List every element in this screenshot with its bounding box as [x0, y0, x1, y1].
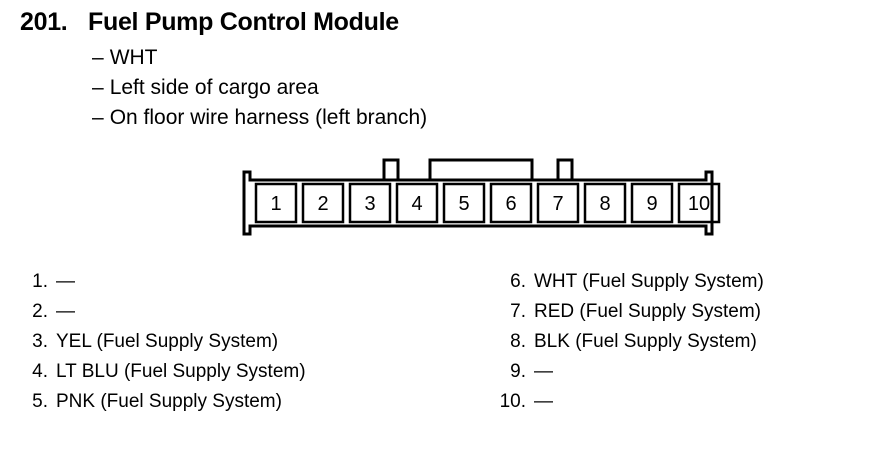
pin-label: 7 [552, 193, 563, 215]
pin-label: 6 [505, 193, 516, 215]
detail-color: –WHT [92, 46, 158, 69]
module-title: Fuel Pump Control Module [88, 8, 399, 36]
connector-key-right [556, 158, 574, 180]
connector-diagram: 1 2 3 4 5 6 7 8 9 10 [242, 158, 721, 236]
pin-cell [442, 182, 486, 224]
connector-latch [428, 158, 534, 180]
pin-cell [254, 182, 298, 224]
pin-label: 2 [317, 193, 328, 215]
legend-row: 1.— [32, 271, 75, 292]
pin-label: 10 [688, 193, 710, 215]
detail-harness: –On floor wire harness (left branch) [92, 106, 428, 129]
legend-row: 2.— [32, 301, 75, 322]
legend-row: 3.YEL (Fuel Supply System) [32, 331, 279, 352]
pin-label: 5 [458, 193, 469, 215]
pin-cell [583, 182, 627, 224]
pin-cell [536, 182, 580, 224]
pin-label: 4 [411, 193, 422, 215]
legend-row: 8.BLK (Fuel Supply System) [510, 331, 757, 352]
pin-cell [301, 182, 345, 224]
legend-row: 5.PNK (Fuel Supply System) [32, 391, 282, 412]
pin-cell [489, 182, 533, 224]
item-number: 201. [20, 8, 68, 36]
legend-row: 10.— [499, 391, 553, 412]
detail-location: –Left side of cargo area [92, 76, 319, 99]
pin-label: 3 [364, 193, 375, 215]
legend-row: 4.LT BLU (Fuel Supply System) [32, 361, 306, 382]
legend-row: 6.WHT (Fuel Supply System) [510, 271, 764, 292]
pin-label: 9 [646, 193, 657, 215]
pin-cell [677, 182, 721, 224]
connector-pins: 1 2 3 4 5 6 7 8 9 10 [254, 182, 721, 224]
connector-key-left [382, 158, 400, 180]
pin-cell [348, 182, 392, 224]
pin-cell [630, 182, 674, 224]
legend-row: 9.— [510, 361, 553, 382]
connector-housing [242, 170, 714, 236]
pin-label: 8 [599, 193, 610, 215]
pin-cell [395, 182, 439, 224]
legend-row: 7.RED (Fuel Supply System) [510, 301, 762, 322]
page-title: 201. Fuel Pump Control Module [20, 8, 399, 37]
pin-label: 1 [270, 193, 281, 215]
